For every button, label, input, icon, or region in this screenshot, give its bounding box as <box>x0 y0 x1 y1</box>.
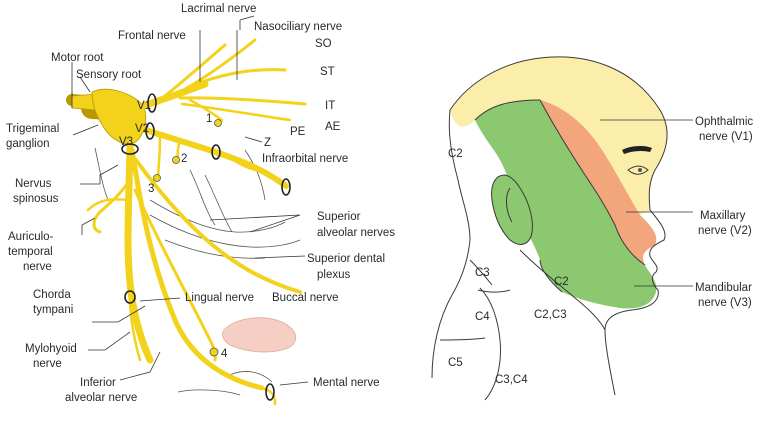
label-mylohyoid: Mylohyoid <box>25 343 77 355</box>
label-ganglion: ganglion <box>6 138 49 150</box>
label-auriculo: Auriculo- <box>8 231 54 243</box>
label-num-2: 2 <box>181 153 187 165</box>
label-alveolar-nerve: alveolar nerve <box>65 392 137 404</box>
label-motor-root: Motor root <box>51 52 104 64</box>
mandibular-branches <box>86 136 302 406</box>
label-c2-jaw: C2 <box>554 276 569 288</box>
nerve-diagram: Lacrimal nerve Frontal nerve Nasociliary… <box>6 3 395 406</box>
label-mental-nerve: Mental nerve <box>313 377 379 389</box>
label-num-1: 1 <box>206 113 212 125</box>
label-it: IT <box>325 100 335 112</box>
label-lacrimal-nerve: Lacrimal nerve <box>181 3 256 15</box>
label-z: Z <box>264 137 271 149</box>
label-v2: V2 <box>135 123 149 135</box>
label-st: ST <box>320 66 335 78</box>
label-ophthalmic-nerve: nerve (V1) <box>699 131 753 143</box>
label-c2-top: C2 <box>448 148 463 160</box>
label-auriculo-nerve: nerve <box>23 261 52 273</box>
leader-lines <box>71 15 309 386</box>
label-v1: V1 <box>137 100 151 112</box>
label-c2-c3: C2,C3 <box>534 309 567 321</box>
ophthalmic-branches <box>134 38 307 122</box>
label-sensory-root: Sensory root <box>76 69 142 81</box>
label-c5: C5 <box>448 357 463 369</box>
label-maxillary: Maxillary <box>700 210 746 222</box>
label-num-4: 4 <box>221 348 228 360</box>
label-num-3: 3 <box>148 183 154 195</box>
trigeminal-ganglion <box>71 88 147 145</box>
label-plexus: plexus <box>317 269 350 281</box>
label-nervus: Nervus <box>15 178 52 190</box>
label-superior: Superior <box>317 211 361 223</box>
label-spinosus: spinosus <box>13 193 59 205</box>
label-superior-dental: Superior dental <box>307 253 385 265</box>
label-chorda: Chorda <box>33 289 71 301</box>
label-temporal: temporal <box>8 246 53 258</box>
label-trigeminal: Trigeminal <box>6 123 59 135</box>
label-ae: AE <box>325 121 341 133</box>
label-infraorbital-nerve: Infraorbital nerve <box>262 153 348 165</box>
ophthalmic-region <box>450 56 668 215</box>
maxillary-region <box>540 100 657 265</box>
label-c3-c4: C3,C4 <box>495 374 528 386</box>
label-c4: C4 <box>475 311 490 323</box>
head-outline <box>431 56 668 396</box>
foramen-rings <box>121 93 291 401</box>
label-tympani: tympani <box>33 304 73 316</box>
label-ophthalmic: Ophthalmic <box>695 116 753 128</box>
eye-shape <box>627 165 649 175</box>
label-v3: V3 <box>119 136 133 148</box>
dermatome-head: Ophthalmic nerve (V1) Maxillary nerve (V… <box>431 56 753 401</box>
mandibular-region <box>475 100 657 309</box>
label-c3: C3 <box>475 267 490 279</box>
tongue-shape <box>222 317 296 353</box>
eyebrow-shape <box>622 145 652 154</box>
label-frontal-nerve: Frontal nerve <box>118 30 186 42</box>
label-mylohyoid-nerve: nerve <box>33 358 62 370</box>
label-so: SO <box>315 38 332 50</box>
label-alveolar-nerves: alveolar nerves <box>317 227 395 239</box>
ear-shape <box>491 174 533 245</box>
label-buccal-nerve: Buccal nerve <box>272 292 338 304</box>
label-pe: PE <box>290 126 306 138</box>
label-maxillary-nerve: nerve (V2) <box>698 225 752 237</box>
small-ganglia <box>153 119 222 357</box>
label-nasociliary-nerve: Nasociliary nerve <box>254 21 342 33</box>
label-inferior: Inferior <box>80 377 116 389</box>
label-mandibular-nerve: nerve (V3) <box>698 297 752 309</box>
label-mandibular: Mandibular <box>695 282 752 294</box>
skull-outline <box>94 147 301 396</box>
label-lingual-nerve: Lingual nerve <box>185 292 254 304</box>
